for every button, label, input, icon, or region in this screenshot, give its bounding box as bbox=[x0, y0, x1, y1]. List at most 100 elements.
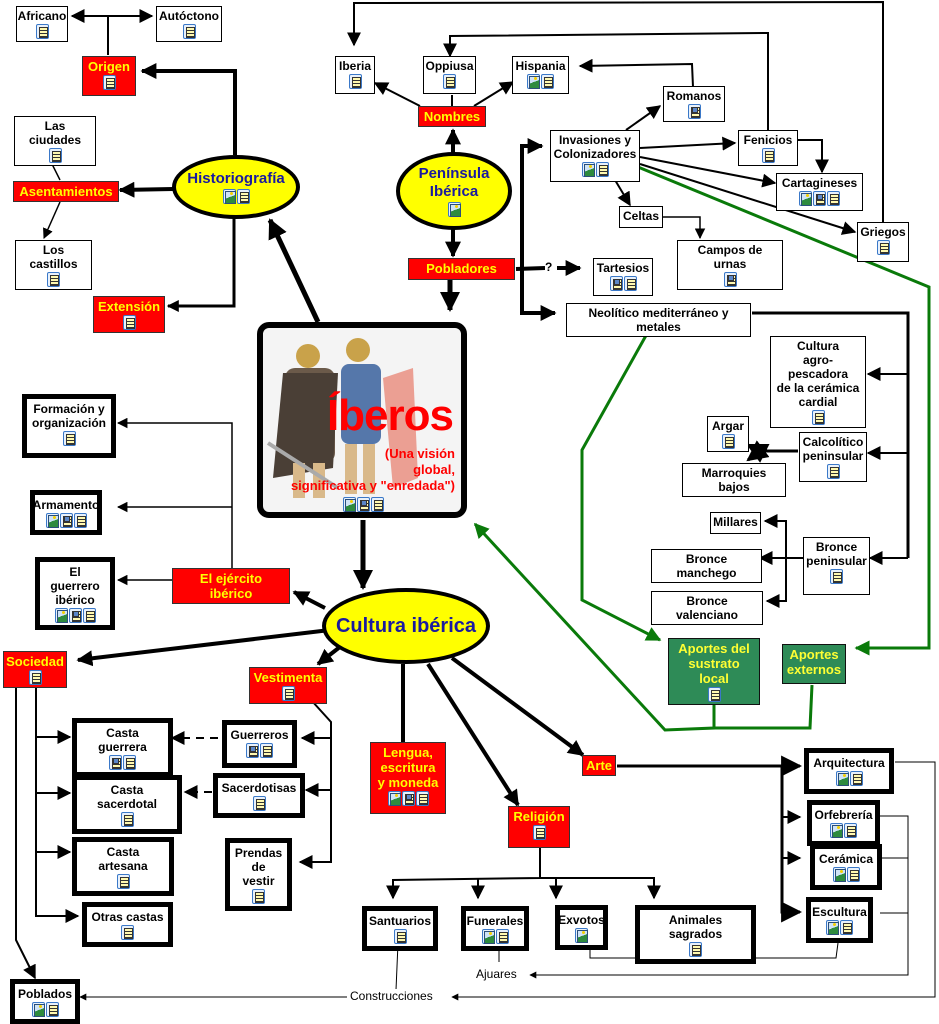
text-doc-icon[interactable] bbox=[849, 771, 863, 786]
node-poblados[interactable]: Poblados bbox=[10, 979, 80, 1024]
node-bronce-manchego[interactable]: Bronce manchego bbox=[651, 549, 762, 583]
text-doc-icon[interactable] bbox=[82, 608, 96, 623]
node-armamento[interactable]: Armamento bbox=[30, 490, 102, 535]
web-page-icon[interactable] bbox=[401, 791, 415, 806]
image-icon[interactable] bbox=[222, 189, 236, 204]
central-node-iberos[interactable]: Íberos (Una visión global, significativa… bbox=[257, 322, 467, 518]
text-doc-icon[interactable] bbox=[495, 929, 509, 944]
web-page-icon[interactable] bbox=[357, 497, 370, 512]
image-icon[interactable] bbox=[447, 202, 461, 217]
web-page-icon[interactable] bbox=[609, 276, 623, 291]
image-icon[interactable] bbox=[54, 608, 68, 623]
node-exvotos[interactable]: Exvotos bbox=[555, 905, 608, 950]
node-sacerdotisas[interactable]: Sacerdotisas bbox=[213, 773, 305, 818]
text-doc-icon[interactable] bbox=[123, 755, 136, 770]
node-lengua[interactable]: Lengua, escritura y moneda bbox=[370, 742, 446, 814]
text-doc-icon[interactable] bbox=[73, 513, 87, 528]
text-doc-icon[interactable] bbox=[393, 929, 407, 944]
text-doc-icon[interactable] bbox=[102, 75, 116, 90]
node-funerales[interactable]: Funerales bbox=[461, 906, 529, 951]
text-doc-icon[interactable] bbox=[120, 812, 134, 827]
node-autoctono[interactable]: Autóctono bbox=[156, 6, 222, 42]
node-oppiusa[interactable]: Oppiusa bbox=[423, 56, 476, 94]
node-santuarios[interactable]: Santuarios bbox=[362, 906, 438, 951]
node-africano[interactable]: Africano bbox=[16, 6, 68, 42]
node-otras-castas[interactable]: Otras castas bbox=[82, 902, 173, 947]
text-doc-icon[interactable] bbox=[415, 791, 429, 806]
text-doc-icon[interactable] bbox=[371, 497, 384, 512]
node-historiografia[interactable]: Historiografía bbox=[172, 155, 300, 219]
node-marroquies[interactable]: Marroquies bajos bbox=[682, 463, 786, 497]
node-millares[interactable]: Millares bbox=[710, 512, 761, 534]
text-doc-icon[interactable] bbox=[876, 240, 890, 255]
text-doc-icon[interactable] bbox=[830, 569, 843, 584]
node-calcolitico[interactable]: Calcolítico peninsular bbox=[799, 432, 867, 482]
web-page-icon[interactable] bbox=[246, 743, 259, 758]
image-icon[interactable] bbox=[31, 1002, 45, 1017]
text-doc-icon[interactable] bbox=[541, 74, 554, 89]
image-icon[interactable] bbox=[387, 791, 401, 806]
text-doc-icon[interactable] bbox=[122, 315, 136, 330]
node-griegos[interactable]: Griegos bbox=[857, 222, 909, 262]
image-icon[interactable] bbox=[830, 823, 843, 838]
node-vestimenta[interactable]: Vestimenta bbox=[249, 667, 327, 704]
node-animales-sagrados[interactable]: Animales sagrados bbox=[635, 905, 756, 964]
text-doc-icon[interactable] bbox=[35, 24, 49, 39]
node-iberia[interactable]: Iberia bbox=[335, 56, 375, 94]
text-doc-icon[interactable] bbox=[623, 276, 637, 291]
node-cultura-iberica[interactable]: Cultura ibérica bbox=[322, 588, 490, 664]
node-argar[interactable]: Argar bbox=[707, 416, 749, 452]
node-religion[interactable]: Religión bbox=[508, 806, 570, 848]
image-icon[interactable] bbox=[575, 928, 588, 943]
text-doc-icon[interactable] bbox=[689, 942, 702, 957]
text-doc-icon[interactable] bbox=[721, 434, 735, 449]
node-asentamientos[interactable]: Asentamientos bbox=[13, 181, 119, 202]
node-escultura[interactable]: Escultura bbox=[806, 897, 873, 943]
image-icon[interactable] bbox=[343, 497, 356, 512]
text-doc-icon[interactable] bbox=[28, 670, 42, 685]
node-fenicios[interactable]: Fenicios bbox=[738, 130, 798, 166]
web-page-icon[interactable] bbox=[687, 104, 701, 119]
node-tartesios[interactable]: Tartesios bbox=[593, 258, 653, 296]
image-icon[interactable] bbox=[826, 920, 839, 935]
node-arquitectura[interactable]: Arquitectura bbox=[804, 748, 894, 794]
text-doc-icon[interactable] bbox=[116, 874, 130, 889]
text-doc-icon[interactable] bbox=[827, 191, 840, 206]
node-pobladores[interactable]: Pobladores bbox=[408, 258, 515, 280]
web-page-icon[interactable] bbox=[109, 755, 122, 770]
node-cultura-agro[interactable]: Cultura agro-pescadora de la cerámica ca… bbox=[770, 336, 866, 428]
node-aportes-local[interactable]: Aportes del sustrato local bbox=[668, 638, 760, 705]
node-casta-artesana[interactable]: Casta artesana bbox=[72, 837, 174, 896]
web-page-icon[interactable] bbox=[723, 272, 737, 287]
text-doc-icon[interactable] bbox=[281, 686, 295, 701]
node-ejercito[interactable]: El ejército ibérico bbox=[172, 568, 290, 604]
node-cartagineses[interactable]: Cartagineses bbox=[776, 173, 863, 211]
text-doc-icon[interactable] bbox=[252, 889, 265, 904]
node-romanos[interactable]: Romanos bbox=[663, 86, 725, 122]
node-extension[interactable]: Extensión bbox=[93, 296, 165, 333]
image-icon[interactable] bbox=[581, 162, 595, 177]
node-orfebreria[interactable]: Orfebrería bbox=[807, 800, 880, 846]
text-doc-icon[interactable] bbox=[595, 162, 609, 177]
node-bronce-peninsular[interactable]: Bronce peninsular bbox=[803, 537, 870, 595]
text-doc-icon[interactable] bbox=[121, 925, 134, 940]
text-doc-icon[interactable] bbox=[48, 148, 62, 163]
image-icon[interactable] bbox=[835, 771, 849, 786]
text-doc-icon[interactable] bbox=[47, 272, 60, 287]
text-doc-icon[interactable] bbox=[811, 410, 825, 425]
text-doc-icon[interactable] bbox=[348, 74, 362, 89]
text-doc-icon[interactable] bbox=[62, 431, 76, 446]
text-doc-icon[interactable] bbox=[45, 1002, 59, 1017]
node-formacion[interactable]: Formación y organización bbox=[22, 394, 116, 458]
text-doc-icon[interactable] bbox=[707, 687, 721, 702]
node-aportes-externos[interactable]: Aportes externos bbox=[782, 644, 846, 684]
text-doc-icon[interactable] bbox=[840, 920, 853, 935]
web-page-icon[interactable] bbox=[59, 513, 73, 528]
web-page-icon[interactable] bbox=[68, 608, 82, 623]
text-doc-icon[interactable] bbox=[252, 796, 266, 811]
node-nombres[interactable]: Nombres bbox=[418, 106, 486, 127]
node-origen[interactable]: Origen bbox=[82, 56, 136, 96]
node-bronce-valenciano[interactable]: Bronce valenciano bbox=[651, 591, 763, 625]
node-prendas[interactable]: Prendas de vestir bbox=[225, 838, 292, 911]
image-icon[interactable] bbox=[799, 191, 812, 206]
